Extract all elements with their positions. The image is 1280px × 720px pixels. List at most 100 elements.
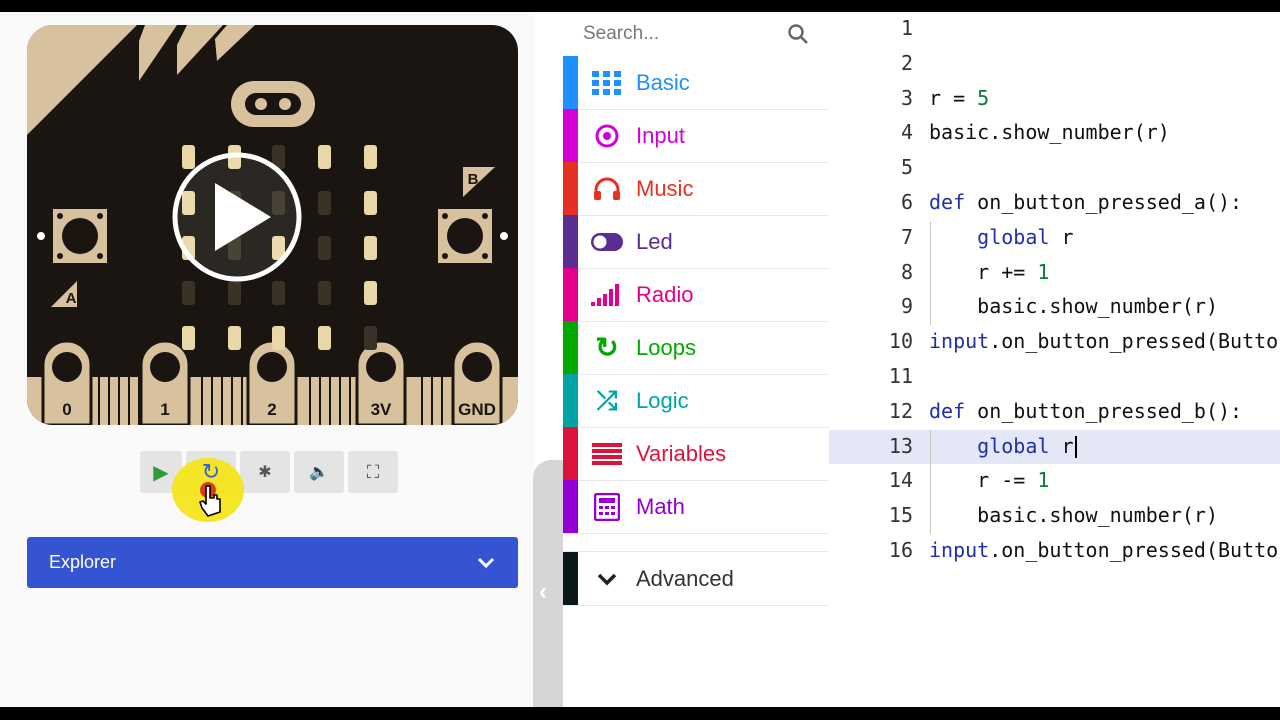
category-label: Math <box>636 493 685 519</box>
sound-icon: 🔈 <box>309 464 329 481</box>
pane-collapse-handle[interactable]: ‹ <box>533 460 563 707</box>
search-icon[interactable] <box>787 23 809 45</box>
signal-bars-icon <box>591 283 619 306</box>
line-number: 13 <box>888 433 913 458</box>
category-label: Variables <box>636 440 727 466</box>
category-radio[interactable]: Radio <box>563 268 829 322</box>
pin-label-2: 2 <box>267 400 276 419</box>
line-number: 2 <box>900 50 913 75</box>
code-line[interactable]: 9 basic.show_number(r) <box>829 290 1280 325</box>
led <box>318 326 331 350</box>
category-label: Radio <box>636 281 694 307</box>
pin-label-3v: 3V <box>371 400 392 419</box>
category-music[interactable]: Music <box>563 162 829 216</box>
line-number: 5 <box>900 155 913 180</box>
chevron-down-icon <box>477 557 495 568</box>
button-b-label: B <box>468 171 479 188</box>
led <box>318 281 331 305</box>
button-a-label: A <box>66 290 77 307</box>
fullscreen-button[interactable]: ⛶ <box>348 451 398 493</box>
code-text: input.on_button_pressed(Button.A, on_but… <box>929 329 1280 354</box>
code-line[interactable]: 7 global r <box>829 221 1280 256</box>
category-basic[interactable]: Basic <box>563 56 829 110</box>
code-text: basic.show_number(r) <box>929 294 1218 319</box>
led <box>272 191 285 215</box>
indent-guide <box>930 220 931 326</box>
category-variables[interactable]: Variables <box>563 427 829 481</box>
search-input[interactable]: Search... <box>583 23 660 44</box>
led <box>318 191 331 215</box>
indent-guide <box>930 429 931 534</box>
top-border <box>0 0 1280 12</box>
category-math[interactable]: Math <box>563 480 829 534</box>
led <box>272 281 285 305</box>
led <box>272 236 285 260</box>
line-number: 15 <box>888 503 913 528</box>
restart-icon: ↻ <box>201 459 221 484</box>
button-a[interactable] <box>53 209 107 263</box>
code-line[interactable]: 10 input.on_button_pressed(Button.A, on_b… <box>829 325 1280 360</box>
microbit-board[interactable]: 0 1 2 3V GND <box>27 25 518 425</box>
led <box>272 326 285 350</box>
debug-icon: ✱ <box>258 464 272 481</box>
category-led[interactable]: Led <box>563 215 829 269</box>
button-b[interactable] <box>438 209 492 263</box>
line-number: 7 <box>900 224 913 249</box>
toolbox-search[interactable]: Search... <box>563 12 829 56</box>
led <box>364 191 377 215</box>
code-text: global r <box>977 224 1074 249</box>
code-line[interactable]: 6 def on_button_pressed_a(): <box>829 186 1280 221</box>
category-label: Led <box>636 228 673 254</box>
code-line[interactable]: 8 r += 1 <box>829 256 1280 291</box>
code-line[interactable]: 15 basic.show_number(r) <box>829 499 1280 534</box>
line-number: 8 <box>900 259 913 284</box>
category-label: Advanced <box>636 565 734 591</box>
code-line[interactable]: 2 <box>829 47 1280 82</box>
debug-button[interactable]: ✱ <box>240 451 290 493</box>
code-line[interactable]: 14 r -= 1 <box>829 464 1280 499</box>
chevron-down-icon <box>597 573 617 585</box>
pin-label-1: 1 <box>160 400 169 419</box>
code-line[interactable]: 1 <box>829 12 1280 47</box>
code-line[interactable]: 12 def on_button_pressed_b(): <box>829 395 1280 430</box>
pin-label-0: 0 <box>62 400 71 419</box>
led <box>364 236 377 260</box>
led <box>364 281 377 305</box>
category-logic[interactable]: ⤮ Logic <box>563 374 829 428</box>
code-text: basic.show_number(r) <box>929 120 1170 145</box>
simulator-pane: 0 1 2 3V GND <box>0 12 535 707</box>
code-text: def on_button_pressed_b(): <box>929 398 1243 423</box>
play-overlay-icon[interactable] <box>172 152 302 282</box>
category-label: Music <box>636 175 694 201</box>
category-input[interactable]: Input <box>563 109 829 163</box>
code-text: global r <box>929 434 1077 459</box>
toolbox: Search... Basic Input Music Led Radio <box>563 12 830 707</box>
code-line[interactable]: 5 <box>829 151 1280 186</box>
code-line[interactable]: 13 global r <box>829 429 1280 465</box>
text-caret <box>1074 436 1077 459</box>
code-line[interactable]: 11 <box>829 360 1280 395</box>
code-text: def on_button_pressed_a(): <box>929 190 1243 214</box>
grid-icon <box>592 70 621 95</box>
line-number: 6 <box>900 190 913 214</box>
line-number: 3 <box>900 85 913 110</box>
list-lines-icon <box>592 442 622 465</box>
toggle-icon <box>591 232 623 251</box>
line-number: 12 <box>888 398 913 423</box>
explorer-bar[interactable]: Explorer <box>27 537 518 588</box>
led <box>228 326 241 350</box>
category-advanced[interactable]: Advanced <box>563 551 829 606</box>
explorer-label: Explorer <box>49 552 117 572</box>
shuffle-icon: ⤮ <box>596 384 618 415</box>
sound-button[interactable]: 🔈 <box>294 451 344 493</box>
led <box>182 326 195 350</box>
led <box>182 191 195 215</box>
led <box>228 281 241 305</box>
category-loops[interactable]: ↻ Loops <box>563 321 829 375</box>
line-number: 10 <box>888 329 913 354</box>
